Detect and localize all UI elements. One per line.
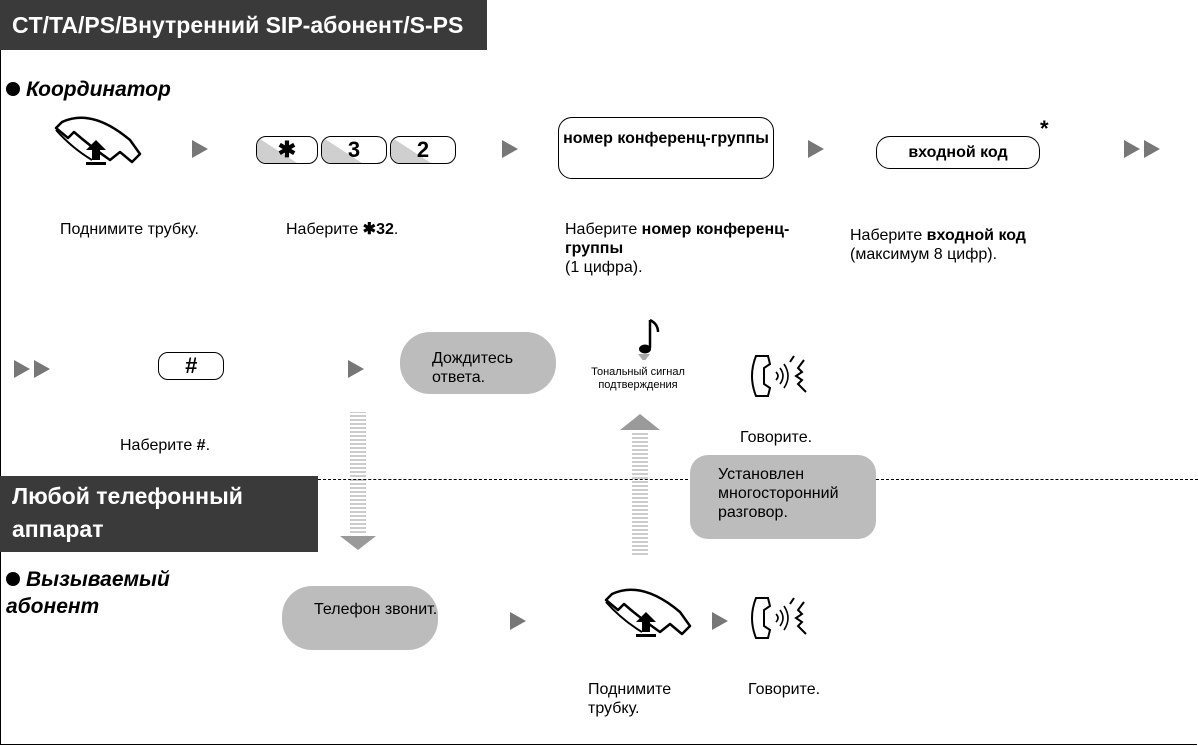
optional-mark: * (1040, 116, 1049, 141)
key-hash: # (158, 352, 224, 380)
conference-established-bubble: Установлен многосторонний разговор. (690, 455, 876, 539)
hash-caption: Наберите #. (120, 437, 211, 454)
arrow-right-icon (348, 360, 364, 378)
bullet-icon (6, 572, 20, 586)
group-caption: Наберите номер конференц-группы(1 цифра)… (565, 221, 790, 276)
up-arrow-icon (620, 414, 660, 555)
coordinator-label: Координатор (6, 76, 171, 103)
group-number-field: номер конференц-группы (558, 117, 774, 179)
talk-icon (751, 355, 807, 397)
separator-right (876, 479, 1198, 480)
callee-talk-caption: Говорите. (748, 681, 821, 698)
separator-left (318, 479, 688, 480)
arrow-right-icon (808, 140, 824, 158)
key-3: 3 (321, 136, 387, 164)
talk-icon (751, 597, 807, 639)
arrow-right-icon (712, 612, 728, 630)
arrow-right-icon (192, 140, 208, 158)
wait-answer-bubble: Дождитесь ответа. (400, 332, 556, 394)
double-arrow-icon (1124, 140, 1160, 158)
arrow-right-icon (502, 140, 518, 158)
passcode-caption: Наберите входной код(максимум 8 цифр). (850, 227, 1026, 263)
callee-label: Вызываемый абонент (6, 568, 170, 618)
talk-caption: Говорите. (740, 429, 813, 446)
key-2: 2 (390, 136, 456, 164)
handset-offhook-icon (54, 116, 142, 165)
key-star: ✱ (256, 136, 318, 164)
arrow-right-icon (510, 612, 526, 630)
dial-caption: Наберите ✱32. (286, 221, 399, 238)
lift-caption: Поднимите трубку. (60, 221, 199, 238)
header-title: CT/TA/PS/Внутренний SIP-абонент/S-PS (0, 0, 488, 50)
down-arrow-icon (340, 412, 376, 550)
bullet-icon (6, 82, 20, 96)
ringing-bubble: Телефон звонит. (282, 586, 438, 650)
passcode-field: входной код (876, 136, 1040, 169)
confirm-tone-caption: Тональный сигнал подтверждения (591, 366, 685, 391)
any-phone-header: Любой телефонный аппарат (0, 476, 318, 552)
callee-lift-caption: Поднимите трубку. (588, 681, 672, 717)
double-arrow-icon (14, 360, 50, 378)
handset-offhook-icon (604, 588, 692, 637)
music-note-icon (638, 318, 660, 360)
